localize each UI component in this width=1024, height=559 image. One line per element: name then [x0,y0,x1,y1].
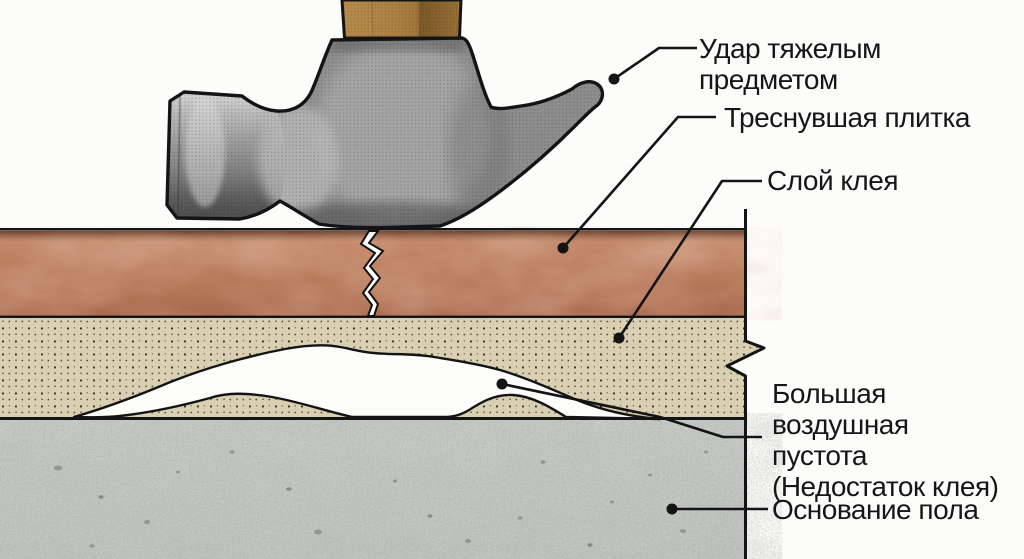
callout-dot-impact [608,73,620,85]
callout-dot-adhesive [613,332,625,344]
tile-crack [359,230,385,317]
callout-dot-floor-base [666,503,678,515]
label-impact: Удар тяжелым предметом [699,33,881,95]
concrete-speckles [54,450,708,548]
label-floor-base: Основание пола [772,494,979,525]
concrete-layer [0,420,745,559]
callout-dot-cracked-tile [557,242,569,254]
air-void [72,344,662,421]
hammer-handle [340,0,463,40]
leader-impact [613,46,697,81]
label-adhesive: Слой клея [767,165,899,196]
callouts [496,46,768,515]
label-air-void: Большая воздушная пустота (Недостаток кл… [772,378,999,502]
callout-dot-air-void [496,378,508,390]
leader-cracked-tile [562,115,716,249]
label-cracked-tile: Треснувшая плитка [724,102,970,133]
leader-air-void [501,382,762,439]
section-edge-break-line [725,209,766,559]
leader-adhesive [617,179,762,339]
